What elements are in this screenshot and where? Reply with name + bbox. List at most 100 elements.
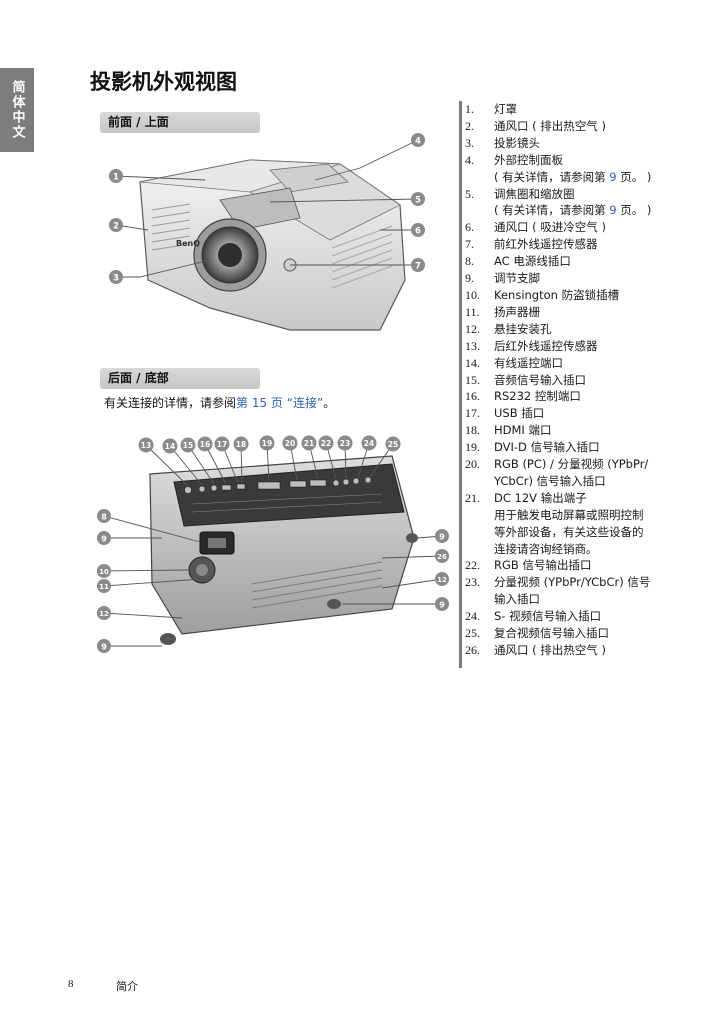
legend-number: 3. [465,135,474,150]
legend-item: 15. 音频信号输入插口 [465,372,725,389]
legend-item: 11. 扬声器栅 [465,304,725,321]
legend-subtext: 输入插口 [494,592,540,607]
page-ref-link[interactable]: 9 [609,169,617,184]
legend-item: 23.分量视频 (YPbPr/YCbCr) 信号输入插口 [465,574,725,608]
legend-item: 2.通风口 ( 排出热空气 ) [465,118,725,135]
legend-subtext: ( 有关详情，请参阅第 9 页。 ) [494,203,652,218]
legend-text: AC 电源线插口 [494,254,571,269]
callout-19: 19 [262,439,272,448]
front-callouts: 1 2 3 4 5 6 7 [109,133,425,284]
legend-text: 投影镜头 [494,135,540,150]
callout-7: 7 [415,262,421,272]
legend-item: 10.Kensington 防盗锁插槽 [465,287,725,304]
legend-subtext: 连接请咨询经销商。 [494,541,598,556]
legend-number: 4. [465,152,474,167]
legend-text: Kensington 防盗锁插槽 [494,287,620,302]
legend-number: 15. [465,372,480,387]
legend-text: RGB (PC) / 分量视频 (YPbPr/ [494,457,649,472]
legend-text: RGB 信号输出插口 [494,558,592,573]
footer-section-name: 简介 [116,980,138,993]
rear-left-callouts: 8 9 10 11 12 9 [97,509,111,653]
projector-rear-illustration: 13 14 15 16 17 18 19 20 21 22 23 24 25 8… [97,435,449,653]
legend-number: 20. [465,457,480,472]
connection-reference: 有关连接的详情，请参阅第 15 页 “连接”。 [104,394,335,411]
legend-number: 17. [465,406,480,421]
callout-14: 14 [165,442,175,451]
callout-18: 18 [236,440,246,449]
page-number: 8 [68,978,74,990]
legend-text: USB 插口 [494,406,545,421]
legend-text: 通风口 ( 吸进冷空气 ) [494,220,606,235]
legend-item: 20. RGB (PC) / 分量视频 (YPbPr/YCbCr) 信号输入插口 [465,456,725,490]
callout-9-right-a: 9 [439,533,445,542]
legend-text: 音频信号输入插口 [494,372,586,387]
page-ref-link[interactable]: 9 [609,203,617,218]
legend-number: 9. [465,271,474,286]
legend-number: 6. [465,220,474,235]
legend-text: 扬声器栅 [494,304,540,319]
rear-top-callouts: 13 14 15 16 17 18 19 20 21 22 23 24 25 [138,435,401,454]
callout-25: 25 [388,440,398,449]
legend-item: 3. 投影镜头 [465,135,725,152]
legend-number: 14. [465,355,480,370]
legend-text: DC 12V 输出端子 [494,490,587,505]
legend-item: 26.通风口 ( 排出热空气 ) [465,642,725,659]
legend-text: 灯罩 [494,102,517,116]
callout-22: 22 [321,439,331,448]
front-brand-label: BenQ [176,239,200,248]
legend-divider [459,101,462,668]
legend-item: 7.前红外线遥控传感器 [465,236,725,253]
legend-item: 1. 灯罩 [465,101,725,118]
legend-number: 21. [465,490,480,505]
callout-11: 11 [99,583,109,591]
legend-number: 26. [465,643,480,657]
callout-10: 10 [99,568,109,576]
legend-text: HDMI 端口 [494,423,552,438]
legend-text: 后红外线遥控传感器 [494,338,598,353]
callout-6: 6 [415,227,421,237]
legend-text: 复合视频信号输入插口 [494,626,609,641]
legend-number: 24. [465,609,480,624]
legend-number: 25. [465,626,480,641]
callout-16: 16 [200,440,210,449]
legend-text: 调节支脚 [494,271,540,286]
legend-item: 8.AC 电源线插口 [465,253,725,270]
legend-item: 19. DVI-D 信号输入插口 [465,439,725,456]
front-section-heading: 前面 / 上面 [100,112,260,133]
legend-item: 21.DC 12V 输出端子用于触发电动屏幕或照明控制等外部设备，有关这些设备的… [465,490,725,558]
callout-9-left-b: 9 [101,643,107,652]
legend-number: 13. [465,338,480,353]
legend-item: 16.RS232 控制端口 [465,388,725,405]
rear-section-heading: 后面 / 底部 [100,368,260,389]
connection-page-link[interactable]: 第 15 页 “连接” [236,396,324,410]
legend-item: 24.S- 视频信号输入插口 [465,608,725,625]
legend-number: 19. [465,440,480,455]
callout-12-right: 12 [437,576,447,584]
legend-text: 有线遥控端口 [494,355,563,370]
callout-1: 1 [113,173,119,183]
legend-item: 9. 调节支脚 [465,270,725,287]
legend-number: 16. [465,389,480,404]
callout-8: 8 [101,513,107,522]
legend-number: 23. [465,575,480,590]
legend-subtext: 等外部设备，有关这些设备的 [494,524,644,539]
projector-front-illustration: BenQ 1 2 3 4 5 6 7 [109,133,425,331]
legend-item: 5.调焦圈和缩放圈( 有关详情，请参阅第 9 页。 ) [465,186,725,220]
legend-item: 12.悬挂安装孔 [465,321,725,338]
legend-number: 18. [465,423,480,438]
legend-number: 5. [465,186,474,201]
legend-text: 前红外线遥控传感器 [494,237,598,252]
connection-ref-suffix: 。 [323,396,336,410]
callout-26: 26 [437,553,447,561]
language-side-tab: 简体中文 [0,68,34,152]
connection-ref-prefix: 有关连接的详情，请参阅 [104,396,237,410]
legend-subtext: YCbCr) 信号输入插口 [494,473,606,488]
page-title: 投影机外观视图 [90,70,237,94]
legend-text: DVI-D 信号输入插口 [494,440,600,455]
callout-17: 17 [217,440,227,449]
legend-number: 11. [465,304,480,319]
callout-21: 21 [304,439,314,448]
legend-number: 1. [465,102,474,116]
legend-item: 18. HDMI 端口 [465,422,725,439]
callout-4: 4 [415,137,421,147]
